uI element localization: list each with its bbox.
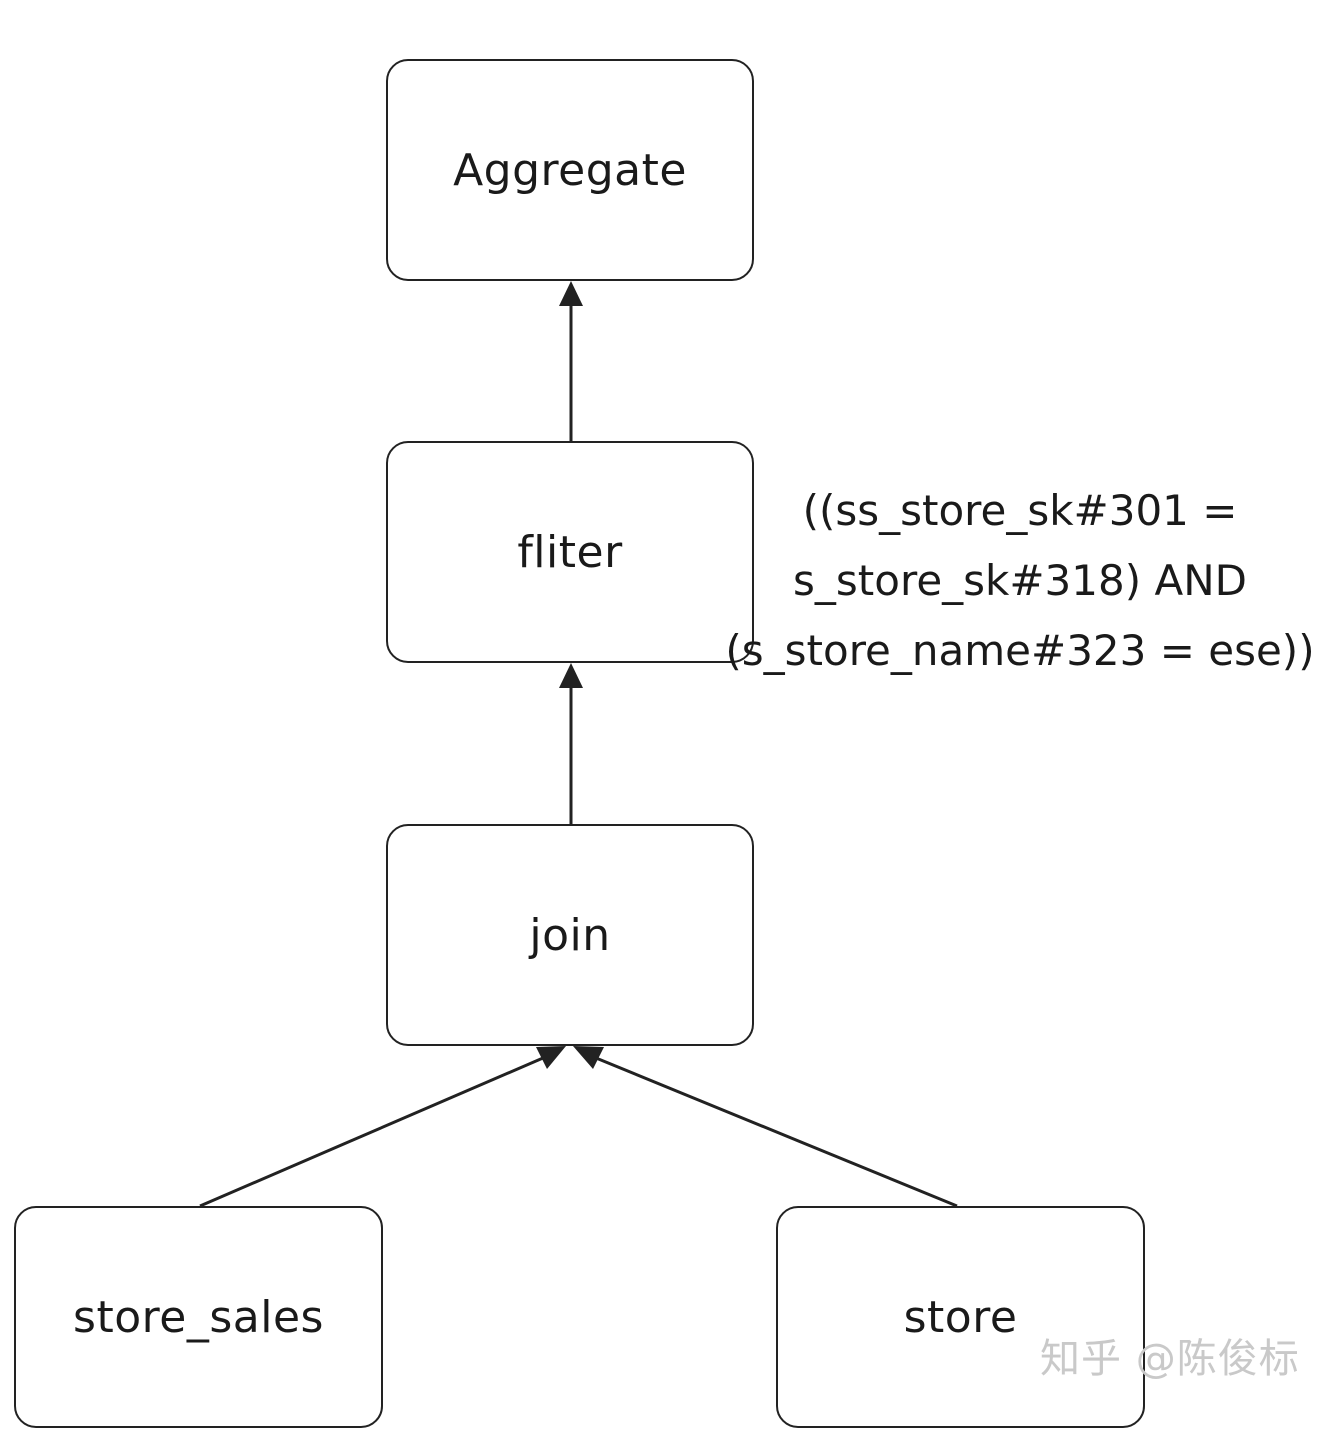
edge-filter-to-aggregate [559, 281, 583, 441]
filter-condition-line-3: (s_store_name#323 = ese)) [725, 626, 1315, 675]
filter-condition-line-1: ((ss_store_sk#301 = [802, 486, 1238, 535]
join-node-label: join [529, 909, 611, 961]
store-sales-node-label: store_sales [73, 1291, 324, 1343]
store-node: store [776, 1206, 1145, 1428]
edge-store-to-join [573, 1046, 958, 1208]
filter-node-label: fliter [517, 526, 623, 578]
filter-node: fliter [386, 441, 754, 663]
store-sales-node: store_sales [14, 1206, 383, 1428]
edge-join-to-filter [559, 663, 583, 824]
watermark: 知乎 @陈俊标 [1040, 1336, 1300, 1382]
join-node: join [386, 824, 754, 1046]
edge-store-sales-to-join [199, 1046, 566, 1208]
filter-condition-line-2: s_store_sk#318) AND [793, 556, 1247, 605]
aggregate-node: Aggregate [386, 59, 754, 281]
filter-condition-annotation: ((ss_store_sk#301 = s_store_sk#318) AND … [700, 476, 1340, 686]
store-node-label: store [903, 1291, 1018, 1343]
aggregate-node-label: Aggregate [453, 144, 687, 196]
